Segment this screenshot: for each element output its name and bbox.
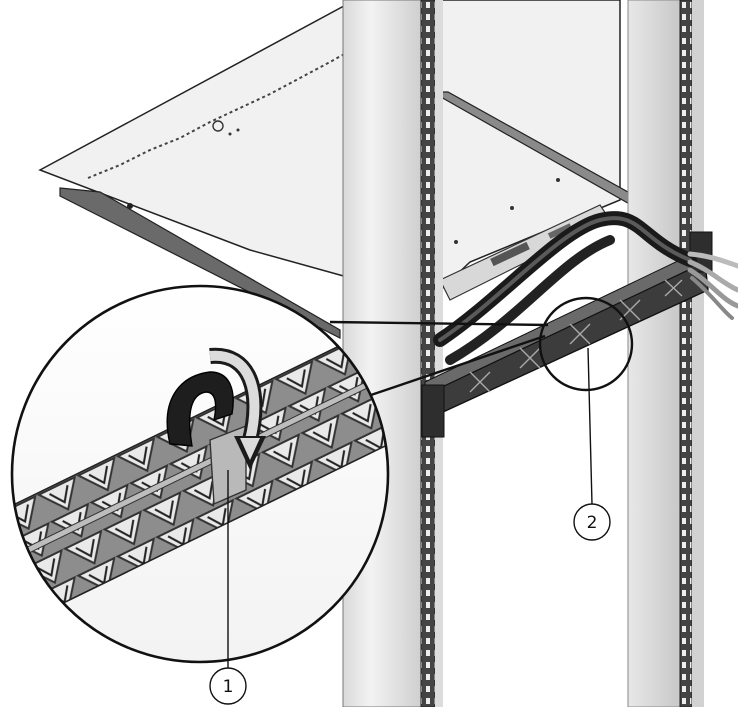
callout-2: 2 [573, 347, 611, 541]
callout-1-circle [209, 667, 247, 705]
cable-bundle [433, 211, 738, 365]
magnifier-connector-lines [329, 320, 549, 398]
callout-2-leader [587, 347, 593, 505]
velcro-strap [166, 371, 247, 506]
callout-2-label: 2 [587, 513, 598, 533]
rack-post-hole-strip-rear [679, 0, 693, 707]
callout-1: 1 [209, 470, 247, 705]
strap-location-highlight [538, 296, 634, 392]
rotation-arrow [209, 347, 266, 470]
magnified-detail-view [10, 284, 390, 664]
callout-2-circle [573, 503, 611, 541]
chassis-screw [212, 120, 224, 132]
rack-post-front-left [342, 0, 443, 707]
rack-scene [38, 0, 738, 707]
callout-1-label: 1 [223, 677, 234, 697]
cable-management-arm [421, 231, 713, 438]
arm-bracket-front [421, 384, 445, 438]
rack-post-hole-strip [420, 0, 436, 707]
rack-post-rear-right [627, 0, 704, 707]
chassis-vent-edge [87, 47, 356, 179]
